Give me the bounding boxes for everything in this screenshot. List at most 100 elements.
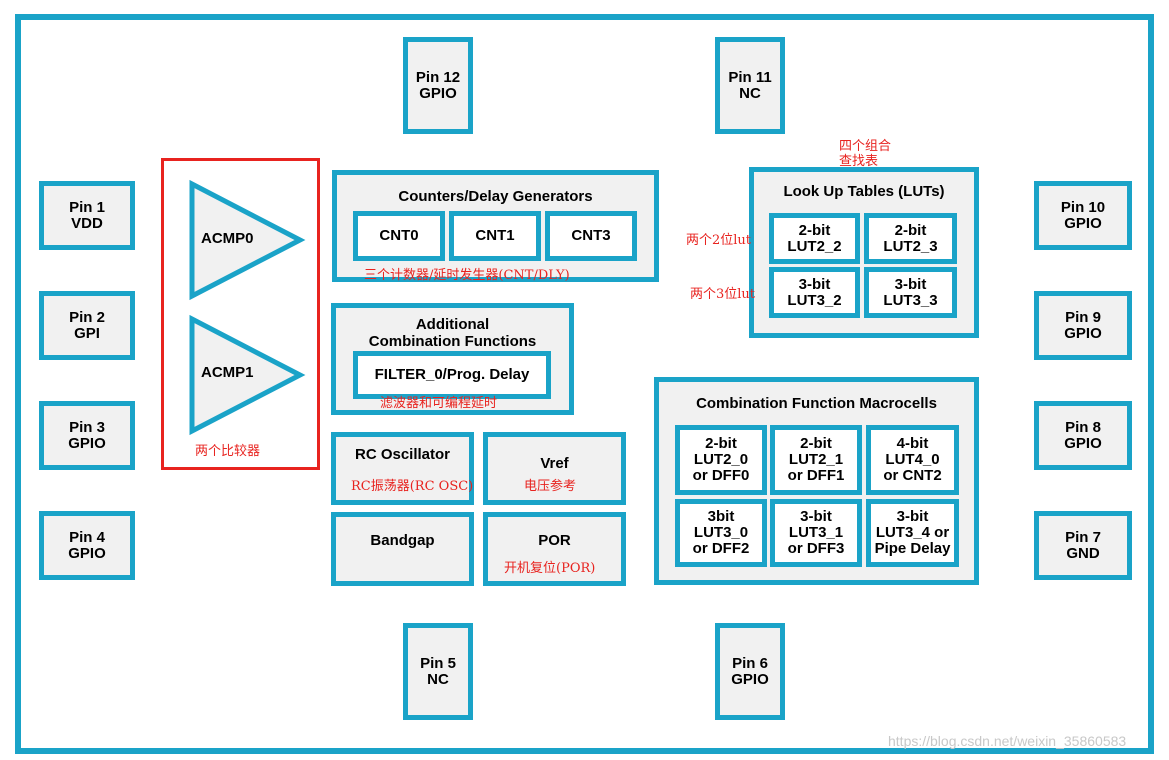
acmp-note: 两个比较器 (195, 444, 261, 459)
pin-10: Pin 10 GPIO (1034, 181, 1132, 250)
macrocells-title: Combination Function Macrocells (696, 395, 937, 412)
pin-10-function: GPIO (1064, 214, 1102, 232)
pin-3: Pin 3 GPIO (39, 401, 135, 470)
macrocell-6: 3-bit LUT3_4 or Pipe Delay (866, 499, 959, 567)
acmp-highlight-box (161, 158, 320, 470)
lut2-3-line1: 2-bit (894, 221, 927, 239)
pin-2: Pin 2 GPI (39, 291, 135, 360)
lut2-2-cell: 2-bit LUT2_2 (769, 213, 860, 264)
macrocell-1-line1: 2-bit (705, 435, 737, 452)
rc-oscillator-block: RC Oscillator (331, 432, 474, 505)
pin-5: Pin 5 NC (403, 623, 473, 720)
pin-1: Pin 1 VDD (39, 181, 135, 250)
macrocell-3-line2: LUT4_0 (885, 451, 940, 468)
lut2-3-cell: 2-bit LUT2_3 (864, 213, 957, 264)
pin-9: Pin 9 GPIO (1034, 291, 1132, 360)
macrocell-2-line2: LUT2_1 (788, 451, 844, 468)
pin-6-function: GPIO (731, 670, 769, 688)
por-note: 开机复位(POR) (504, 561, 596, 576)
cnt0-label: CNT0 (379, 227, 419, 244)
pin-8-function: GPIO (1064, 434, 1102, 452)
bandgap-block: Bandgap (331, 512, 474, 586)
pin-5-number: Pin 5 (420, 654, 456, 672)
vref-note: 电压参考 (524, 479, 577, 494)
pin-3-function: GPIO (68, 434, 106, 452)
pin-12: Pin 12 GPIO (403, 37, 473, 134)
pin-3-number: Pin 3 (69, 418, 105, 436)
rc-oscillator-note: RC振荡器(RC OSC) (351, 479, 474, 494)
vref-title: Vref (540, 455, 569, 472)
cnt0-cell: CNT0 (353, 211, 445, 261)
additional-title-line2: Combination Functions (368, 333, 537, 350)
pin-11-function: NC (739, 84, 761, 102)
pin-8: Pin 8 GPIO (1034, 401, 1132, 470)
lut2-3-line2: LUT2_3 (883, 237, 938, 255)
pin-6-number: Pin 6 (732, 654, 768, 672)
pin-7-function: GND (1066, 544, 1100, 562)
macrocell-2-line3: or DFF1 (787, 467, 845, 484)
watermark: https://blog.csdn.net/weixin_35860583 (888, 733, 1127, 749)
macrocell-1-line3: or DFF0 (692, 467, 750, 484)
pin-5-function: NC (427, 670, 449, 688)
pin-9-number: Pin 9 (1065, 308, 1101, 326)
pin-1-number: Pin 1 (69, 198, 105, 216)
counters-note: 三个计数器/延时发生器(CNT/DLY) (364, 268, 570, 283)
macrocell-3-line1: 4-bit (896, 435, 929, 452)
additional-title-line1: Additional (415, 316, 490, 333)
filter-label: FILTER_0/Prog. Delay (374, 366, 530, 383)
macrocell-4: 3bit LUT3_0 or DFF2 (675, 499, 767, 567)
additional-note: 滤波器和可编程延时 (380, 396, 498, 411)
macrocell-5-line1: 3-bit (800, 508, 832, 525)
macrocell-3: 4-bit LUT4_0 or CNT2 (866, 425, 959, 495)
filter-cell: FILTER_0/Prog. Delay (353, 351, 551, 399)
pin-4-number: Pin 4 (69, 528, 105, 546)
pin-11: Pin 11 NC (715, 37, 785, 134)
rc-oscillator-title: RC Oscillator (354, 446, 451, 463)
cnt1-cell: CNT1 (449, 211, 541, 261)
cnt1-label: CNT1 (475, 227, 515, 244)
cnt3-label: CNT3 (571, 227, 611, 244)
lut3-2-line2: LUT3_2 (787, 291, 842, 309)
pin-11-number: Pin 11 (728, 68, 772, 86)
macrocell-3-line3: or CNT2 (883, 467, 942, 484)
luts-title: Look Up Tables (LUTs) (783, 183, 945, 200)
macrocell-2-line1: 2-bit (800, 435, 832, 452)
por-title: POR (538, 532, 571, 549)
lut2-2-line1: 2-bit (798, 221, 831, 239)
lut3-3-cell: 3-bit LUT3_3 (864, 267, 957, 318)
macrocell-1-line2: LUT2_0 (693, 451, 749, 468)
luts-note-line2: 查找表 (839, 154, 879, 169)
luts-three-bit-note: 两个3位lut (690, 287, 756, 302)
pin-4: Pin 4 GPIO (39, 511, 135, 580)
counters-title: Counters/Delay Generators (398, 188, 593, 205)
acmp1-label: ACMP1 (201, 364, 254, 381)
pin-7-number: Pin 7 (1065, 528, 1101, 546)
bandgap-title: Bandgap (370, 532, 435, 549)
chip-outline (15, 14, 1154, 754)
pin-6: Pin 6 GPIO (715, 623, 785, 720)
macrocell-4-line3: or DFF2 (692, 540, 750, 557)
pin-2-function: GPI (74, 324, 100, 342)
macrocell-6-line1: 3-bit (896, 508, 929, 525)
pin-12-number: Pin 12 (415, 68, 461, 86)
lut3-2-cell: 3-bit LUT3_2 (769, 267, 860, 318)
macrocell-6-line3: Pipe Delay (874, 540, 951, 557)
pin-4-function: GPIO (68, 544, 106, 562)
lut3-3-line2: LUT3_3 (883, 291, 938, 309)
macrocell-5: 3-bit LUT3_1 or DFF3 (770, 499, 862, 567)
lut2-2-line2: LUT2_2 (787, 237, 842, 255)
pin-1-function: VDD (71, 214, 103, 232)
luts-note-line1: 四个组合 (839, 139, 892, 154)
luts-two-bit-note: 两个2位lut (686, 233, 752, 248)
macrocell-5-line3: or DFF3 (787, 540, 845, 557)
macrocell-1: 2-bit LUT2_0 or DFF0 (675, 425, 767, 495)
macrocell-4-line1: 3bit (707, 508, 735, 525)
lut3-2-line1: 3-bit (798, 275, 831, 293)
pin-12-function: GPIO (419, 84, 457, 102)
macrocell-4-line2: LUT3_0 (693, 524, 749, 541)
acmp0-label: ACMP0 (201, 230, 254, 247)
pin-2-number: Pin 2 (69, 308, 105, 326)
macrocell-2: 2-bit LUT2_1 or DFF1 (770, 425, 862, 495)
por-block: POR (483, 512, 626, 586)
